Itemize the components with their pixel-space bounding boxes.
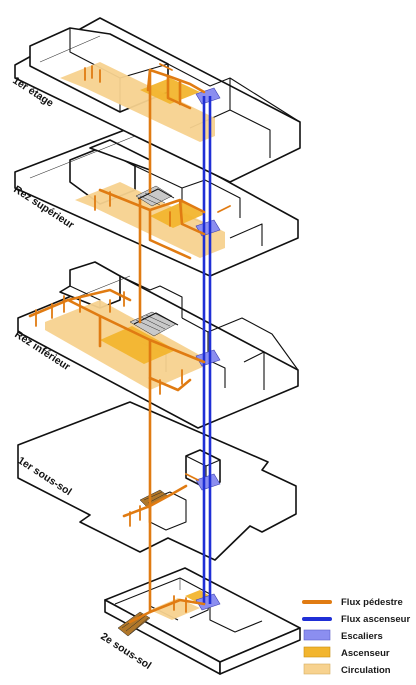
legend-item-flux-pedestre: Flux pédestre bbox=[302, 597, 403, 608]
svg-text:Flux pédestre: Flux pédestre bbox=[341, 597, 403, 608]
legend-item-escaliers: Escaliers bbox=[303, 629, 383, 642]
floor-label-2e-sous-sol: 2e sous-sol bbox=[98, 630, 153, 672]
floor-2e-sous-sol: 2e sous-sol bbox=[98, 567, 301, 675]
svg-text:Ascenseur: Ascenseur bbox=[341, 648, 390, 659]
elevator-block-2e-sous-sol bbox=[195, 593, 221, 611]
circulation-zone-2e-sous-sol bbox=[150, 598, 200, 620]
pedestrian-flow bbox=[28, 63, 231, 624]
pedestrian-path-2e-sous-sol bbox=[128, 598, 206, 624]
slab-1er-sous-sol bbox=[17, 401, 297, 561]
pedestrian-path-1er-sous-sol bbox=[122, 484, 188, 524]
floor-rez-inferieur: Rez inférieur bbox=[12, 261, 299, 429]
floor-1er-etage: 1er étage bbox=[10, 17, 301, 183]
floor-1er-sous-sol: 1er sous-sol bbox=[15, 401, 297, 561]
svg-text:Escaliers: Escaliers bbox=[341, 631, 383, 642]
legend: Flux pédestre Flux ascenseur Escaliers A… bbox=[302, 597, 410, 676]
stairs-2e-sous-sol bbox=[117, 611, 151, 637]
elevator-block-1er-sous-sol bbox=[195, 473, 221, 491]
pedestrian-path-rez-superieur bbox=[98, 188, 206, 260]
floor-rez-superieur: Rez supérieur bbox=[11, 127, 299, 277]
svg-text:Circulation: Circulation bbox=[341, 665, 391, 676]
circulation-zone-1er-etage bbox=[60, 62, 215, 142]
svg-text:2e sous-sol: 2e sous-sol bbox=[98, 630, 153, 672]
pedestrian-path-1er-etage bbox=[146, 68, 206, 110]
legend-item-flux-ascenseur: Flux ascenseur bbox=[302, 614, 410, 625]
legend-item-circulation: Circulation bbox=[303, 663, 391, 676]
elevator-flow bbox=[202, 96, 212, 604]
legend-item-ascenseur: Ascenseur bbox=[303, 646, 390, 659]
svg-text:Flux ascenseur: Flux ascenseur bbox=[341, 614, 410, 625]
